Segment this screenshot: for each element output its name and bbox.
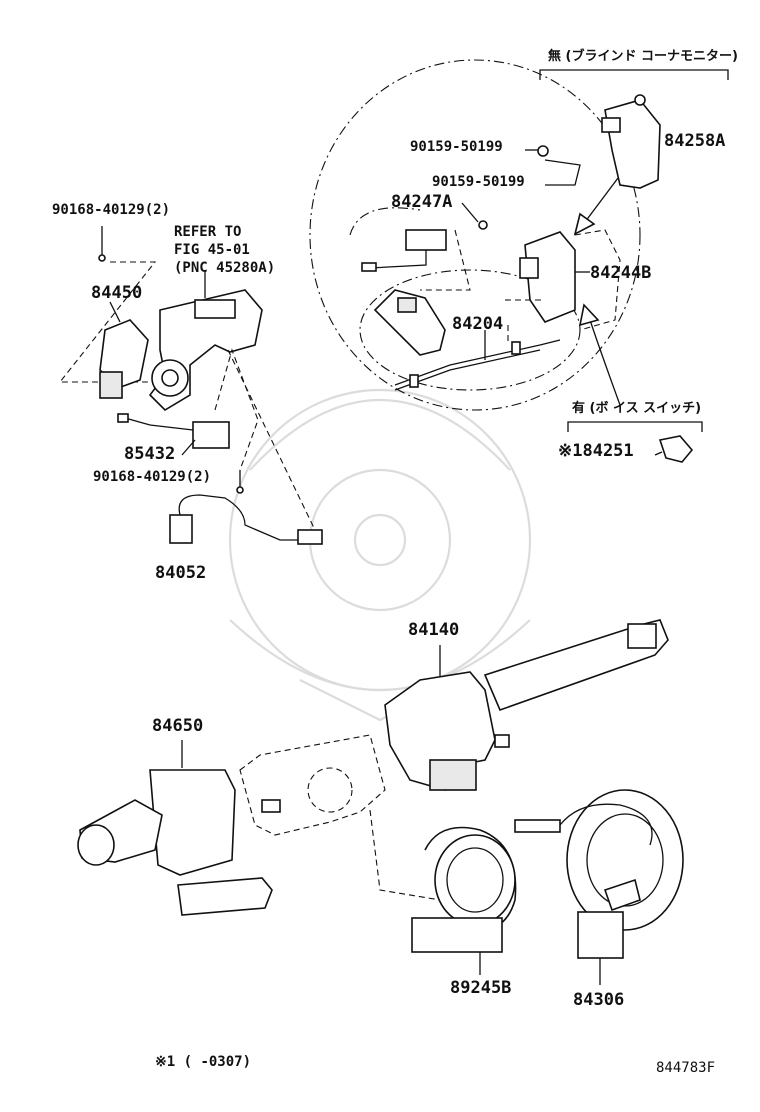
footnote: ※1 ( -0307): [155, 1054, 252, 1070]
part-84140-drawing: [384, 619, 669, 791]
label-84258a: 84258A: [664, 131, 726, 151]
label-with-voice-switch: 有 (ボ イス スイッチ): [572, 401, 702, 416]
label-84306: 84306: [573, 990, 625, 1010]
label-84450: 84450: [91, 283, 143, 303]
label-refer-pnc: (PNC 45280A): [174, 260, 276, 276]
part-84204-drawing: [373, 289, 561, 391]
part-89245b-drawing: [369, 809, 517, 975]
label-84244b: 84244B: [590, 263, 652, 283]
part-84244b-drawing: [505, 229, 621, 331]
part-84450-drawing: [58, 226, 180, 399]
arrow-to-84244b: [573, 177, 619, 236]
bracket-without-monitor: [539, 69, 729, 80]
part-84251-drawing: [658, 435, 694, 463]
label-90168-40129-a: 90168-40129(2): [52, 202, 171, 218]
label-84251: ※184251: [558, 441, 634, 461]
label-84204: 84204: [452, 314, 504, 334]
label-84650: 84650: [152, 716, 204, 736]
label-84247a: 84247A: [391, 192, 453, 212]
figure-id: 844783F: [656, 1060, 716, 1076]
label-90159-50199-b: 90159-50199: [432, 174, 525, 190]
label-90159-50199-a: 90159-50199: [410, 139, 503, 155]
watermark-emblem: [228, 388, 532, 722]
label-without-blind-corner-monitor: 無 (ブラインド コーナモニター): [548, 49, 738, 64]
part-84650-drawing: [77, 740, 273, 916]
arrow-to-84244b-lower: [578, 303, 621, 406]
part-84258a-drawing: [601, 94, 661, 189]
label-89245b: 89245B: [450, 978, 512, 998]
label-refer-fig: FIG 45-01: [174, 242, 250, 258]
steering-wheel-outline: [309, 59, 641, 411]
part-84306-drawing: [514, 789, 684, 985]
label-84052: 84052: [155, 563, 207, 583]
part-84247a-drawing: [361, 202, 488, 291]
label-refer-to: REFER TO: [174, 224, 242, 240]
label-85432: 85432: [124, 444, 176, 464]
screw-90159-a: [525, 145, 549, 157]
label-84140: 84140: [408, 620, 460, 640]
combination-switch-base-drawing: [239, 734, 386, 836]
part-85432-drawing: [117, 348, 259, 494]
bracket-with-voice-switch: [567, 421, 703, 432]
leader-90159-b: [544, 159, 581, 186]
leader-lines: [109, 271, 663, 456]
label-90168-40129-b: 90168-40129(2): [93, 469, 212, 485]
steering-lock-housing-drawing: [148, 270, 263, 412]
part-84052-drawing: [169, 349, 323, 545]
